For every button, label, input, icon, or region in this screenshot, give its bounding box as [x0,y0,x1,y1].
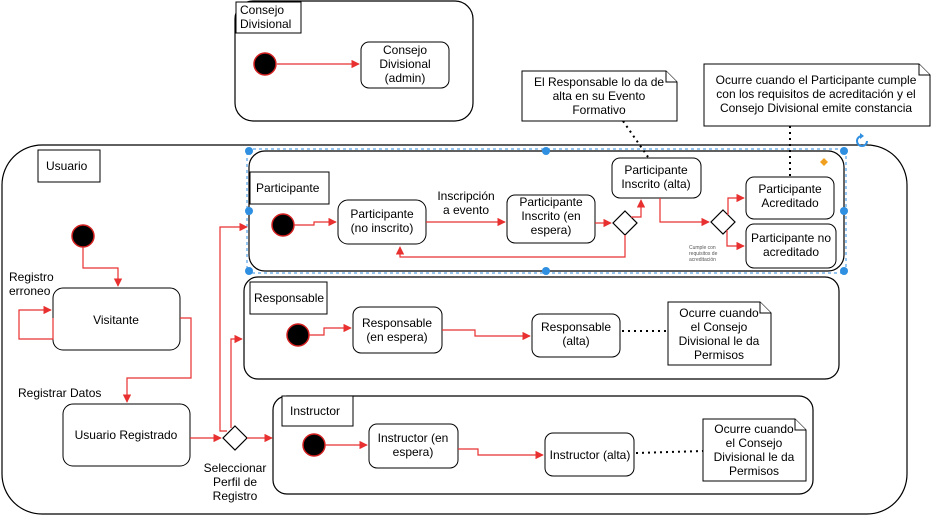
frame-instructor: Instructor [272,395,814,495]
svg-text:Participante(no inscrito): Participante(no inscrito) [350,207,414,235]
state-responsable-espera[interactable]: Responsable(en espera) [352,306,443,354]
frame-participante-label: Participante [256,181,320,195]
initial-responsable [286,323,310,347]
svg-text:Instructor (alta): Instructor (alta) [550,448,631,462]
state-instructor-alta[interactable]: Instructor (alta) [544,432,635,477]
state-participante-no-inscrito[interactable]: Participante(no inscrito) [337,199,427,245]
state-usuario-registrado[interactable]: Usuario Registrado [62,403,191,467]
label-registrar-datos: Registrar Datos [18,386,101,400]
initial-consejo [253,52,277,76]
refresh-icon[interactable] [856,133,868,147]
initial-usuario [71,224,95,248]
svg-text:Visitante: Visitante [93,313,139,327]
orange-diamond-icon[interactable] [820,158,828,166]
state-visitante[interactable]: Visitante [52,287,181,351]
svg-text:Responsable(en espera): Responsable(en espera) [362,316,432,344]
svg-text:Ocurre cuando el Participante: Ocurre cuando el Participante cumplecon … [716,73,917,115]
transitions [18,59,745,460]
decision-acreditacion [710,209,736,235]
frame-instructor-label: Instructor [290,404,340,418]
selection-handles[interactable] [245,147,848,275]
frame-responsable-label: Responsable [254,291,324,305]
decision-perfil [222,425,248,451]
svg-text:Usuario Registrado: Usuario Registrado [75,428,178,442]
initial-instructor [302,433,326,457]
svg-text:Responsable(alta): Responsable(alta) [541,320,611,348]
state-responsable-alta[interactable]: Responsable(alta) [531,313,621,358]
frame-usuario-label: Usuario [46,159,88,173]
note-connector-responsable [622,120,649,158]
initial-participante [271,213,295,237]
note-connector-instr-alta [635,450,704,454]
